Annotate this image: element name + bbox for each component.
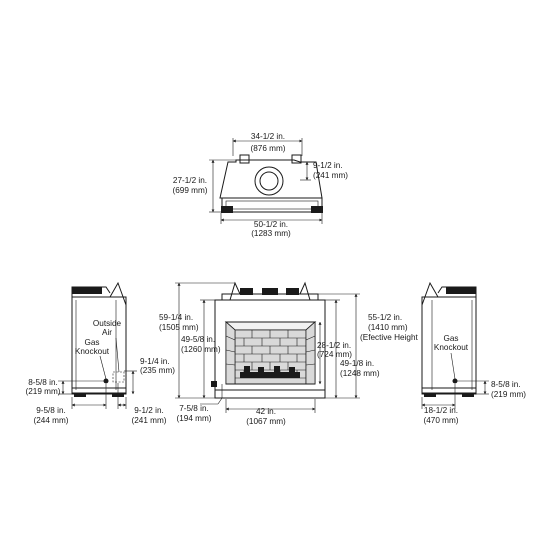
front-effective-height-label: (Efective Height	[360, 333, 419, 342]
left-bottom-right-mm: (241 mm)	[131, 416, 166, 425]
front-base-height-mm: (194 mm)	[176, 414, 211, 423]
front-brick-right-panel	[305, 321, 316, 385]
left-outside-air-label-1: Outside	[93, 319, 122, 328]
top-depth-mm: (699 mm)	[172, 186, 207, 195]
left-outside-air-label-2: Air	[102, 328, 112, 337]
right-knockout-height-mm: (219 mm)	[491, 390, 526, 399]
right-side-view: Gas Knockout 8-5/8 in. (219 mm) 18-1/2 i…	[421, 281, 526, 425]
front-opening-width-in: 42 in.	[256, 407, 276, 416]
top-overall-width-mm: (1283 mm)	[251, 229, 291, 238]
right-depth-mm: (470 mm)	[423, 416, 458, 425]
right-gas-knockout-label-2: Knockout	[434, 343, 469, 352]
front-inner-height-in: 49-5/8 in.	[181, 335, 215, 344]
left-gas-knockout-hole	[103, 378, 109, 384]
top-right-depth-in: 9-1/2 in.	[313, 161, 343, 170]
front-effective-height-in: 55-1/2 in.	[368, 313, 402, 322]
left-outside-air-port	[112, 371, 125, 383]
front-overall-height-mm: (1505 mm)	[159, 323, 199, 332]
front-opening-height-in: 28-1/2 in.	[317, 341, 351, 350]
front-right-height-mm: (1248 mm)	[340, 369, 380, 378]
front-effective-height-mm: (1410 mm)	[368, 323, 408, 332]
top-width-mm: (876 mm)	[250, 144, 285, 153]
front-base-height-in: 7-5/8 in.	[179, 404, 209, 413]
right-gas-knockout-label-1: Gas	[443, 334, 458, 343]
front-inner-height-mm: (1260 mm)	[181, 345, 221, 354]
left-side-view: Outside Air Gas Knockout 9-1/4 in. (235 …	[25, 281, 175, 425]
right-depth-in: 18-1/2 in.	[424, 406, 458, 415]
left-bottom-left-mm: (244 mm)	[33, 416, 68, 425]
front-right-height-in: 49-1/8 in.	[340, 359, 374, 368]
right-side-body	[421, 281, 477, 397]
front-view: 59-1/4 in. (1505 mm) 49-5/8 in. (1260 mm…	[159, 281, 419, 426]
top-overall-width-in: 50-1/2 in.	[254, 220, 288, 229]
right-gas-knockout-hole	[452, 378, 458, 384]
left-knockout-height-mm: (219 mm)	[25, 387, 60, 396]
front-log-set	[240, 366, 300, 378]
left-bottom-left-in: 9-5/8 in.	[36, 406, 66, 415]
front-opening-width-mm: (1067 mm)	[246, 417, 286, 426]
left-air-height-in: 9-1/4 in.	[140, 357, 170, 366]
left-knockout-height-in: 8-5/8 in.	[28, 378, 58, 387]
front-overall-height-in: 59-1/4 in.	[159, 313, 193, 322]
top-view: 34-1/2 in. (876 mm) 9-1/2 in. (241 mm) 2…	[172, 132, 348, 238]
left-air-height-mm: (235 mm)	[140, 366, 175, 375]
top-width-in: 34-1/2 in.	[251, 132, 285, 141]
left-gas-knockout-label-2: Knockout	[75, 347, 110, 356]
front-body	[211, 281, 326, 399]
top-right-depth-mm: (241 mm)	[313, 171, 348, 180]
top-view-body	[219, 154, 323, 213]
front-brick-left-panel	[225, 321, 236, 385]
right-knockout-height-in: 8-5/8 in.	[491, 380, 521, 389]
left-gas-knockout-label-1: Gas	[84, 338, 99, 347]
top-depth-in: 27-1/2 in.	[173, 176, 207, 185]
left-bottom-right-in: 9-1/2 in.	[134, 406, 164, 415]
front-opening-height-mm: (724 mm)	[317, 350, 352, 359]
